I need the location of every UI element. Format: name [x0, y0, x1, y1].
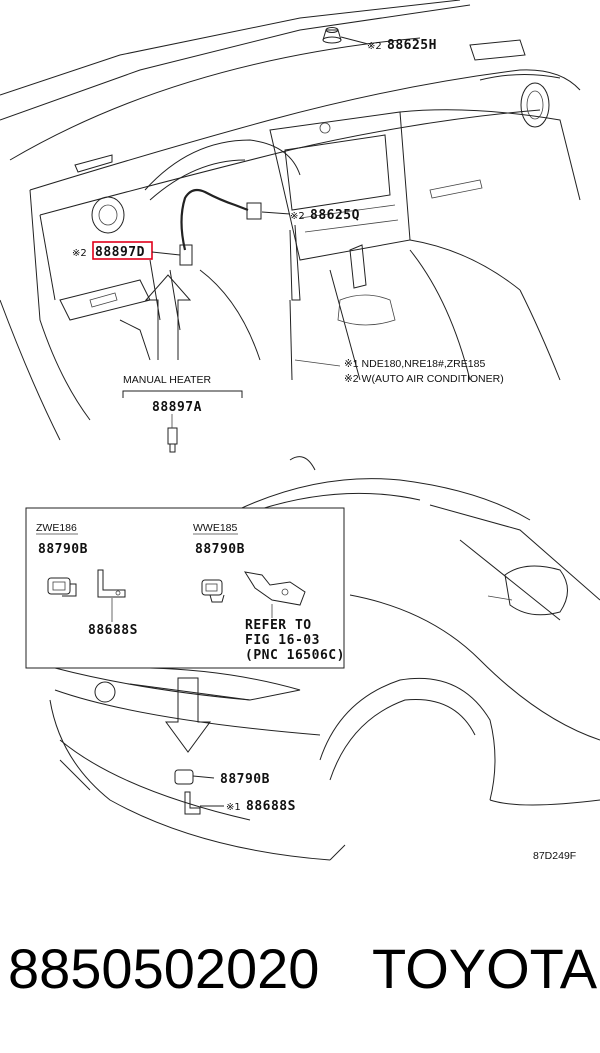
car-front-illustration [49, 456, 600, 861]
inset-left-part-a: 88790B [38, 542, 88, 557]
figure-code: 87D249F [533, 850, 576, 862]
refer-line-3: (PNC 16506C) [245, 648, 345, 663]
refer-line-1: REFER TO [245, 618, 312, 633]
mark-left: ※2 [72, 248, 87, 259]
part-label-88897a: 88897A [152, 400, 202, 415]
footer-part-number: 8850502020 [8, 937, 320, 1000]
bracket-88688s-bumper-icon [184, 791, 224, 815]
part-label-88625h: 88625H [387, 38, 437, 53]
footer-bar: 8850502020 TOYOTA [0, 930, 600, 1020]
note-line-2: ※2 W(AUTO AIR CONDITIONER) [344, 373, 504, 385]
part-label-88625q: 88625Q [310, 208, 360, 223]
inset-left-code: ZWE186 [36, 522, 77, 534]
bracket-refer-icon [243, 571, 306, 606]
down-arrow-icon [165, 677, 211, 753]
footer-brand: TOYOTA [372, 937, 598, 1000]
bumper-part-a: 88790B [220, 772, 270, 787]
inset-left-part-b: 88688S [88, 623, 138, 638]
manual-heater-title: MANUAL HEATER [123, 374, 212, 386]
wire-harness [179, 188, 262, 266]
bracket-88688s-left-icon [97, 569, 126, 598]
note-line-1: ※1 NDE180,NRE18#,ZRE185 [344, 358, 485, 370]
sensor-88625h [322, 27, 369, 45]
part-label-88897d: 88897D [95, 245, 145, 260]
bumper-part-b: 88688S [246, 799, 296, 814]
up-arrow-icon [144, 274, 192, 360]
dashboard-illustration [0, 0, 581, 441]
sensor-88897a-icon [167, 414, 178, 453]
sensor-88790b-right-icon [201, 579, 225, 603]
sensor-88790b-bumper-icon [174, 769, 215, 785]
mark-mid: ※2 [290, 211, 305, 222]
inset-right-code: WWE185 [193, 522, 238, 534]
sensor-88790b-left-icon [47, 577, 77, 597]
highlight-box [92, 241, 153, 260]
refer-line-2: FIG 16-03 [245, 633, 320, 648]
inset-right-part: 88790B [195, 542, 245, 557]
mark-top: ※2 [367, 41, 382, 52]
inset-box [25, 507, 345, 669]
bumper-mark-b: ※1 [226, 802, 241, 813]
